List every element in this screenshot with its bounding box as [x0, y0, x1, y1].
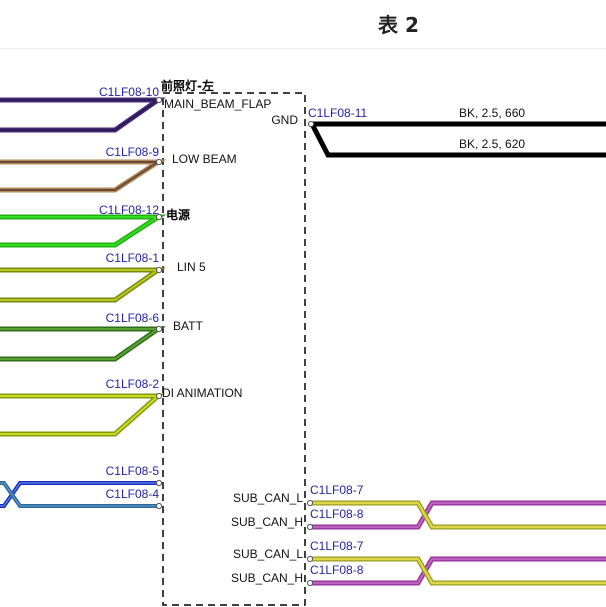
sub-can-l-core	[312, 557, 606, 585]
wire-core	[0, 269, 162, 301]
gnd-wire	[309, 122, 606, 158]
pin-label: BATT	[173, 319, 203, 333]
pin-code: C1LF08-4	[106, 487, 160, 501]
pin-code: C1LF08-9	[106, 145, 160, 159]
sub-can-label: SUB_CAN_L	[233, 491, 303, 505]
wire-core	[0, 395, 161, 435]
can-wire-core	[0, 482, 158, 507]
pin-terminal	[155, 158, 163, 166]
wire-spec: BK, 2.5, 660	[459, 106, 525, 120]
wire-core	[0, 161, 162, 191]
pin-terminal	[155, 479, 163, 487]
wire-outer	[0, 326, 166, 362]
pin-code: C1LF08-12	[99, 203, 159, 217]
pin-code: C1LF08-1	[106, 251, 160, 265]
pin-label: LIN 5	[177, 260, 206, 274]
pin-code: C1LF08-10	[99, 85, 159, 99]
pin-terminal	[306, 555, 314, 563]
sub-can-label: SUB_CAN_H	[231, 515, 303, 529]
pin-terminal	[155, 213, 163, 221]
pin-terminal	[306, 499, 314, 507]
table-header: 表 2	[0, 0, 606, 49]
table-title: 表 2	[378, 13, 419, 37]
gnd-label: GND	[271, 113, 298, 127]
pin-code: C1LF08-7	[310, 539, 364, 553]
pin-terminal	[306, 579, 314, 587]
wire-core	[0, 99, 162, 131]
pin-label: LOW BEAM	[172, 152, 237, 166]
wire-outer	[0, 267, 166, 303]
wire-outer	[0, 159, 167, 193]
pin-label: DI ANIMATION	[162, 386, 242, 400]
sub-can-l-core	[312, 501, 606, 529]
wire-outer	[0, 214, 167, 248]
pin-code: C1LF08-8	[310, 563, 364, 577]
wire-core	[0, 216, 162, 246]
wire-core	[0, 328, 162, 360]
gnd-code: C1LF08-11	[308, 106, 367, 120]
sub-can-label: SUB_CAN_H	[231, 571, 303, 585]
pin-code: C1LF08-8	[310, 507, 364, 521]
pin-terminal	[307, 120, 315, 128]
pin-label: 电源	[166, 207, 190, 222]
pin-code: C1LF08-7	[310, 483, 364, 497]
wire-outer	[0, 97, 166, 133]
wire-spec: BK, 2.5, 620	[459, 137, 525, 151]
pin-label: MAIN_BEAM_FLAP	[164, 97, 271, 111]
wire-outer	[0, 393, 165, 437]
pin-terminal	[155, 392, 163, 400]
pin-code: C1LF08-5	[106, 464, 160, 478]
pin-terminal	[155, 502, 163, 510]
connector-name: 前照灯-左	[161, 78, 214, 93]
pin-terminal	[155, 325, 163, 333]
pin-terminal	[155, 266, 163, 274]
pin-terminal	[306, 523, 314, 531]
sub-can-label: SUB_CAN_L	[233, 547, 303, 561]
pin-code: C1LF08-2	[106, 377, 160, 391]
connector-box	[162, 92, 306, 606]
pin-code: C1LF08-6	[106, 311, 160, 325]
pin-terminal	[155, 96, 163, 104]
